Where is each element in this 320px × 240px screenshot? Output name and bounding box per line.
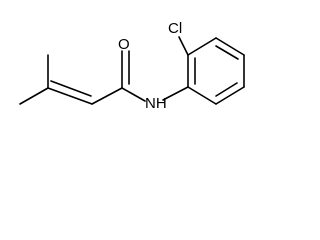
atom-nitrogen-hydrogen-label: NH <box>145 95 167 112</box>
bond-alkene-main <box>47 87 93 105</box>
bond-methyl-lower <box>19 87 49 105</box>
bond-carbon-nitrogen <box>121 87 146 102</box>
structure-canvas: O NH Cl <box>19 20 245 112</box>
bond-nitrogen-ring <box>162 86 189 101</box>
ring-inner-lower-right <box>215 82 238 97</box>
ring-bond-upper-left <box>187 37 217 56</box>
atom-chlorine-label: Cl <box>168 20 182 37</box>
atom-oxygen-label: O <box>118 36 130 53</box>
ring-bond-upper-right <box>215 37 245 56</box>
chemical-structure-diagram: O NH Cl <box>19 20 245 112</box>
bond-alkene-second <box>50 80 92 97</box>
bond-carbonyl-link <box>91 87 123 105</box>
bond-chlorine <box>178 36 189 56</box>
ring-inner-upper-right <box>215 45 239 60</box>
ring-bond-lower-left <box>187 86 217 105</box>
ring-bond-lower-right <box>215 86 245 105</box>
